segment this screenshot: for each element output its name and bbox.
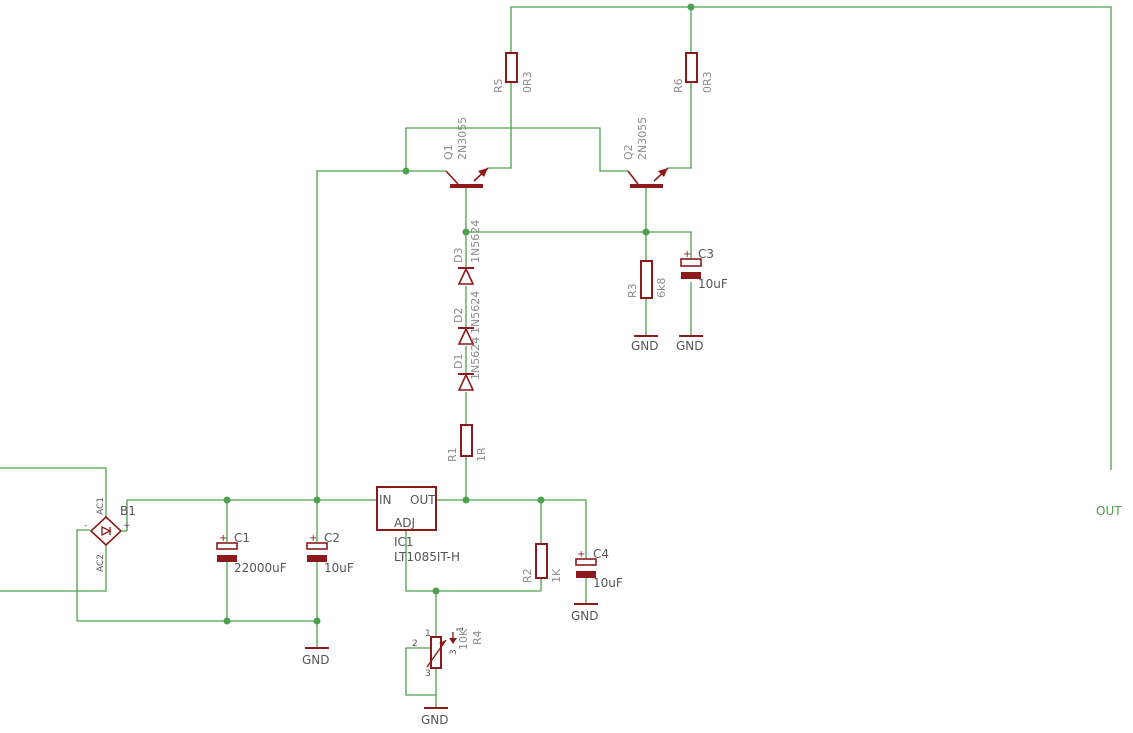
d3-diode: D3 1N5624 [452, 220, 482, 285]
d1-diode: D1 1N5624 [452, 337, 482, 391]
gnd-symbol-c3: GND [676, 335, 704, 353]
b1-name-label: B1 [120, 504, 136, 518]
r4-pin3-label: 3 [425, 669, 431, 679]
gnd-label-r4: GND [421, 713, 449, 727]
b1-ac1-label: AC1 [96, 497, 106, 515]
r4-pin1-label: 1 [425, 629, 431, 639]
gnd-symbol-c2: GND [302, 647, 330, 667]
r4-name-label: R4 [471, 630, 484, 645]
r1-resistor: R1 1R [446, 424, 488, 462]
gnd-label-c3: GND [676, 339, 704, 353]
r6-resistor: R6 0R3 [672, 52, 714, 93]
b1-plus-label: + [123, 521, 131, 531]
ic1-regulator: IN OUT ADJ IC1 LT1085IT-H [376, 486, 460, 564]
b1-bridge-rectifier: B1 AC1 AC2 + - [84, 497, 136, 572]
c2-name-label: C2 [324, 531, 340, 545]
ic1-adj-label: ADJ [394, 516, 415, 530]
r5-resistor: R5 0R3 [492, 52, 534, 93]
r3-resistor: R3 6k8 [626, 260, 668, 299]
gnd-label-c2: GND [302, 653, 330, 667]
q2-name-label: Q2 [622, 144, 635, 160]
d2-value-label: 1N5624 [469, 291, 482, 334]
c4-capacitor: + C4 10uF [575, 547, 623, 590]
gnd-label-r3: GND [631, 339, 659, 353]
gnd-symbol-c4: GND [571, 603, 599, 623]
r3-name-label: R3 [626, 283, 639, 298]
q1-name-label: Q1 [442, 144, 455, 160]
svg-text:+: + [219, 533, 227, 544]
c3-capacitor: + C3 10uF [680, 247, 728, 291]
q2-value-label: 2N3055 [636, 117, 649, 160]
c2-value-label: 10uF [324, 561, 354, 575]
gnd-symbol-r3: GND [631, 335, 659, 353]
r1-value-label: 1R [475, 447, 488, 462]
b1-minus-label: - [84, 521, 87, 531]
wires [0, 6, 1112, 708]
gnd-label-c4: GND [571, 609, 599, 623]
d1-name-label: D1 [452, 354, 465, 369]
ic1-out-label: OUT [410, 493, 436, 507]
b1-ac2-label: AC2 [96, 554, 106, 572]
r5-name-label: R5 [492, 78, 505, 93]
r2-resistor: R2 1K [521, 543, 563, 583]
ic1-value-label: LT1085IT-H [394, 550, 460, 564]
ic1-name-label: IC1 [394, 535, 414, 549]
r2-name-label: R2 [521, 568, 534, 583]
r5-value-label: 0R3 [521, 71, 534, 93]
d2-diode: D2 1N5624 [452, 291, 482, 345]
c1-name-label: C1 [234, 531, 250, 545]
c4-name-label: C4 [593, 547, 609, 561]
gnd-symbol-r4: GND [421, 707, 449, 727]
out-net-label: OUT [1096, 504, 1122, 518]
d2-name-label: D2 [452, 308, 465, 323]
r4-pin1b-label: 1 [456, 626, 466, 632]
d3-value-label: 1N5624 [469, 220, 482, 263]
d3-name-label: D3 [452, 248, 465, 263]
r6-name-label: R6 [672, 78, 685, 93]
d1-value-label: 1N5624 [469, 337, 482, 380]
q1-transistor: Q1 2N3055 [442, 117, 489, 188]
svg-text:+: + [309, 533, 317, 544]
junctions [223, 3, 695, 625]
c4-value-label: 10uF [593, 576, 623, 590]
r1-name-label: R1 [446, 447, 459, 462]
c3-name-label: C3 [698, 247, 714, 261]
ic1-in-label: IN [379, 493, 392, 507]
r3-value-label: 6k8 [655, 278, 668, 298]
q1-value-label: 2N3055 [456, 117, 469, 160]
c1-value-label: 22000uF [234, 561, 287, 575]
r2-value-label: 1K [550, 568, 563, 583]
r4-potentiometer: 1 2 3 R4 10K 3 1 [412, 626, 484, 679]
r4-pin2-label: 2 [412, 639, 418, 649]
q2-transistor: Q2 2N3055 [622, 117, 669, 188]
svg-text:+: + [577, 549, 585, 560]
c3-value-label: 10uF [698, 277, 728, 291]
c1-capacitor: + C1 22000uF [216, 531, 287, 575]
r4-pin3b-label: 3 [449, 649, 459, 655]
svg-text:+: + [683, 249, 691, 260]
c2-capacitor: + C2 10uF [306, 531, 354, 575]
r6-value-label: 0R3 [701, 71, 714, 93]
r4-value-label: 10K [457, 628, 470, 650]
